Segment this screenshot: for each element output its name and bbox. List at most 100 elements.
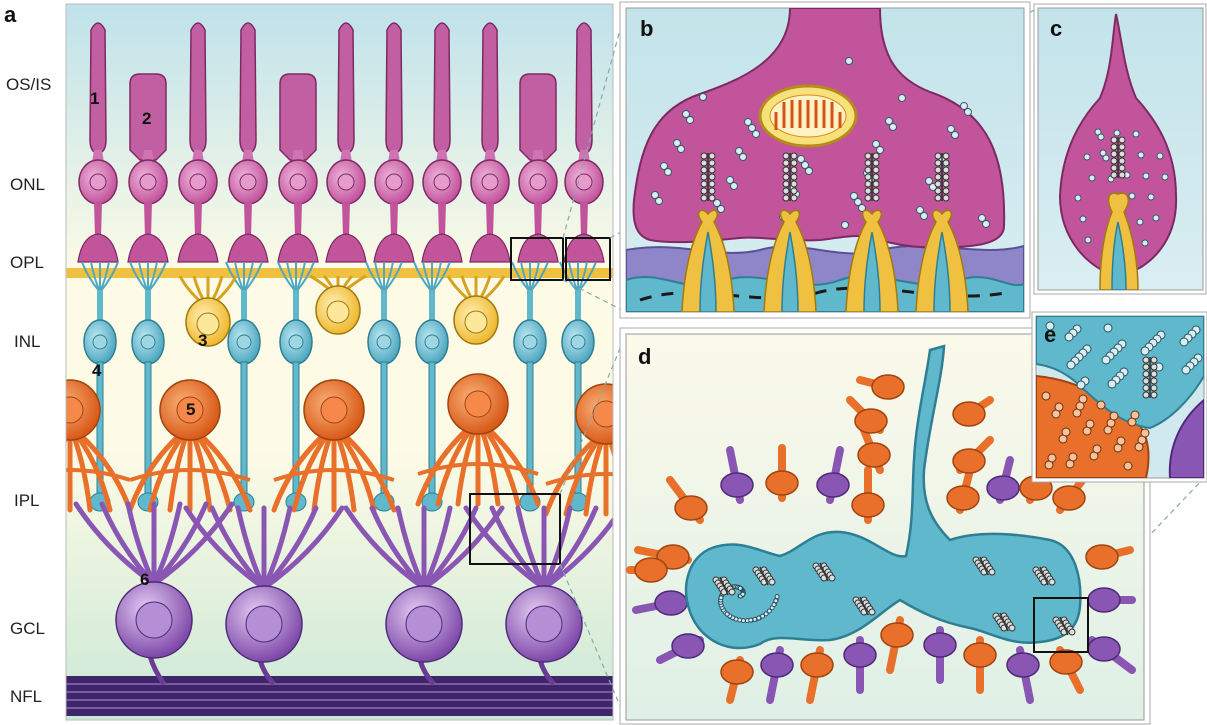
nerve-fiber-layer: [66, 676, 613, 716]
photoreceptor-nucleus: [290, 174, 306, 190]
synaptic-vesicle: [1138, 152, 1144, 158]
synaptic-vesicle: [1075, 195, 1081, 201]
bipolar-nucleus: [377, 335, 391, 349]
synaptic-vesicle: [1180, 338, 1188, 346]
synaptic-vesicle: [846, 58, 853, 65]
synaptic-vesicle: [1108, 380, 1116, 388]
synaptic-vesicle: [1143, 173, 1149, 179]
bipolar-nucleus: [289, 335, 303, 349]
synaptic-vesicle: [798, 156, 805, 163]
synaptic-vesicle: [1137, 219, 1143, 225]
ganglion-nucleus: [526, 606, 562, 642]
mitochondrion: [760, 86, 856, 146]
synaptic-vesicle: [774, 599, 778, 603]
synaptic-vesicle: [741, 592, 745, 596]
synaptic-vesicle: [683, 111, 690, 118]
layer-label-ipl: IPL: [14, 491, 40, 510]
rod-outer-segment: [190, 23, 206, 154]
synaptic-vesicle: [886, 118, 893, 125]
bipolar-nucleus: [93, 335, 107, 349]
bipolar-nucleus: [523, 335, 537, 349]
synaptic-vesicle: [1102, 356, 1110, 364]
bipolar-nucleus: [141, 335, 155, 349]
photoreceptor-nucleus: [90, 174, 106, 190]
synaptic-ribbon: [783, 153, 797, 201]
cone-outer-segment: [520, 74, 556, 160]
photoreceptor-nucleus: [386, 174, 402, 190]
synaptic-vesicle: [725, 612, 729, 616]
panel-letter-d: d: [638, 344, 651, 369]
panel-a: [10, 4, 666, 720]
layer-label-gcl: GCL: [10, 619, 45, 638]
synaptic-vesicle: [1042, 392, 1050, 400]
layer-label-nfl: NFL: [10, 687, 42, 706]
synaptic-vesicle: [1182, 366, 1190, 374]
rod-outer-segment: [240, 23, 256, 154]
cone-outer-segment: [280, 74, 316, 160]
synaptic-vesicle: [961, 103, 968, 110]
synaptic-vesicle: [1055, 403, 1063, 411]
synaptic-vesicle: [1062, 428, 1070, 436]
synaptic-vesicle: [1069, 453, 1077, 461]
synaptic-vesicle: [1117, 437, 1125, 445]
cell-number-1: 1: [90, 89, 99, 108]
synaptic-vesicle: [1142, 240, 1148, 246]
ganglion-nucleus: [136, 602, 172, 638]
synaptic-vesicle: [1124, 462, 1132, 470]
synaptic-vesicle: [1114, 130, 1120, 136]
synaptic-vesicle: [948, 126, 955, 133]
synaptic-vesicle: [1098, 134, 1104, 140]
synaptic-vesicle: [757, 616, 761, 620]
amacrine-nucleus: [593, 401, 619, 427]
synaptic-vesicle: [1093, 445, 1101, 453]
rod-outer-segment: [386, 23, 402, 154]
synaptic-vesicle: [1141, 347, 1149, 355]
cell-number-3: 3: [198, 331, 207, 350]
synaptic-vesicle: [1067, 361, 1075, 369]
synaptic-vesicle: [727, 177, 734, 184]
synaptic-ribbon: [935, 153, 949, 201]
synaptic-vesicle: [661, 163, 668, 170]
synaptic-vesicle: [1103, 155, 1109, 161]
photoreceptor-nucleus: [434, 174, 450, 190]
rod-outer-segment: [482, 23, 498, 154]
synaptic-vesicle: [749, 618, 753, 622]
synaptic-vesicle: [1110, 412, 1118, 420]
bipolar-nucleus: [571, 335, 585, 349]
synaptic-vesicle: [1084, 154, 1090, 160]
bipolar-nucleus: [425, 335, 439, 349]
layer-labels: OS/IS ONL OPL INL IPL GCL NFL: [6, 75, 51, 706]
photoreceptor-nucleus: [140, 174, 156, 190]
amacrine-nucleus: [321, 397, 347, 423]
synaptic-vesicle: [873, 141, 880, 148]
synaptic-vesicle: [1080, 216, 1086, 222]
synaptic-vesicle: [674, 140, 681, 147]
synaptic-vesicle: [1089, 175, 1095, 181]
amacrine-nucleus: [57, 397, 83, 423]
bipolar-nucleus: [237, 335, 251, 349]
synaptic-vesicle: [1157, 153, 1163, 159]
synaptic-vesicle: [1133, 131, 1139, 137]
synaptic-vesicle: [899, 95, 906, 102]
synaptic-vesicle: [1148, 194, 1154, 200]
layer-label-onl: ONL: [10, 175, 45, 194]
photoreceptor-nucleus: [338, 174, 354, 190]
synaptic-vesicle: [842, 222, 849, 229]
synaptic-vesicle: [926, 178, 933, 185]
synaptic-vesicle: [700, 94, 707, 101]
photoreceptor-nucleus: [190, 174, 206, 190]
ganglion-nucleus: [246, 606, 282, 642]
layer-label-opl: OPL: [10, 253, 44, 272]
cell-number-2: 2: [142, 109, 151, 128]
synaptic-vesicle: [1097, 401, 1105, 409]
synaptic-vesicle: [1077, 381, 1085, 389]
synaptic-vesicle: [1131, 411, 1139, 419]
synaptic-vesicle: [979, 215, 986, 222]
synaptic-vesicle: [1065, 333, 1073, 341]
synaptic-ribbon: [701, 153, 715, 201]
synaptic-vesicle: [736, 148, 743, 155]
layer-label-osis: OS/IS: [6, 75, 51, 94]
panel-c: c: [1034, 4, 1206, 294]
photoreceptor-nucleus: [530, 174, 546, 190]
